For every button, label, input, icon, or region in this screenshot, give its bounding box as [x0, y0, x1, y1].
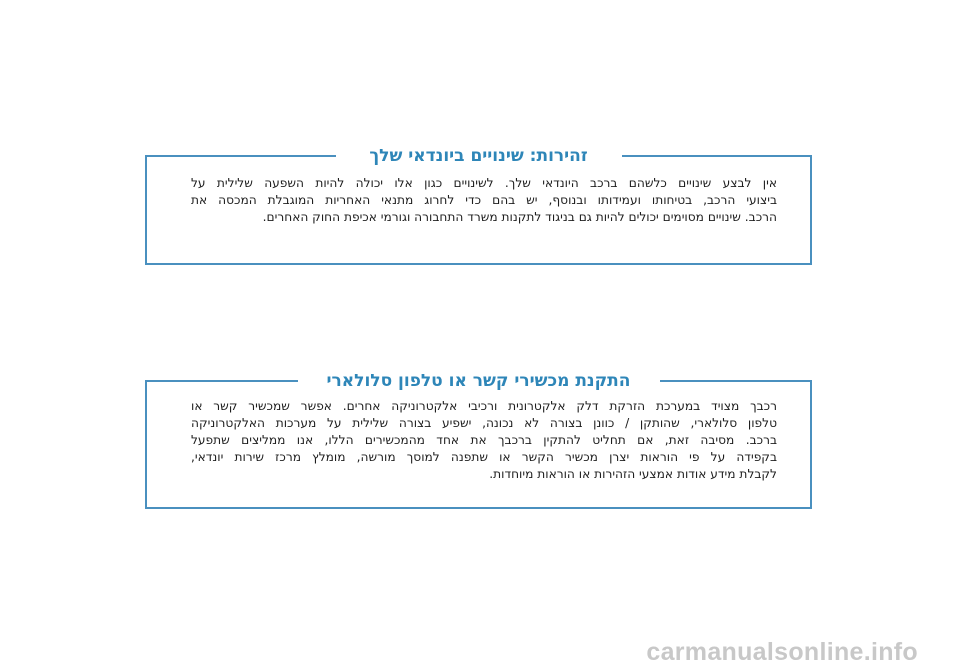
- notice-line: טלפון סלולארי, שהותקן / כוונן בצורה לא נ…: [191, 416, 777, 430]
- notice-body: רכבך מצויד במערכת הזרקת דלק אלקטרונית ור…: [191, 398, 777, 483]
- notice-line: רכבך מצויד במערכת הזרקת דלק אלקטרונית ור…: [191, 399, 777, 413]
- notice-title: התקנת מכשירי קשר או טלפון סלולארי: [297, 369, 660, 393]
- notice-line: הרכב. שינויים מסוימים יכולים להיות גם בנ…: [262, 210, 777, 224]
- notice-line: אין לבצע שינויים כלשהם ברכב היונדאי שלך.…: [191, 176, 777, 190]
- notice-line: לקבלת מידע אודות אמצעי הזהירות או הוראות…: [489, 467, 777, 481]
- notice-body: אין לבצע שינויים כלשהם ברכב היונדאי שלך.…: [191, 175, 777, 226]
- notice-box-modifications: זהירות: שינויים ביונדאי שלך אין לבצע שינ…: [145, 144, 812, 265]
- watermark: carmanualsonline.info: [646, 638, 918, 666]
- notice-box-radio-phone: התקנת מכשירי קשר או טלפון סלולארי רכבך מ…: [145, 369, 812, 509]
- notice-line: ביצועי הרכב, בטיחותו ועמידותו ובנוסף, יש…: [191, 193, 777, 207]
- notice-line: בקפידה על פי הוראות יצרן מכשיר הקשר או ש…: [191, 450, 777, 464]
- notice-title: זהירות: שינויים ביונדאי שלך: [335, 144, 622, 168]
- notice-line: ברכב. מסיבה זאת, אם תחליט להתקין ברכבך א…: [191, 433, 777, 447]
